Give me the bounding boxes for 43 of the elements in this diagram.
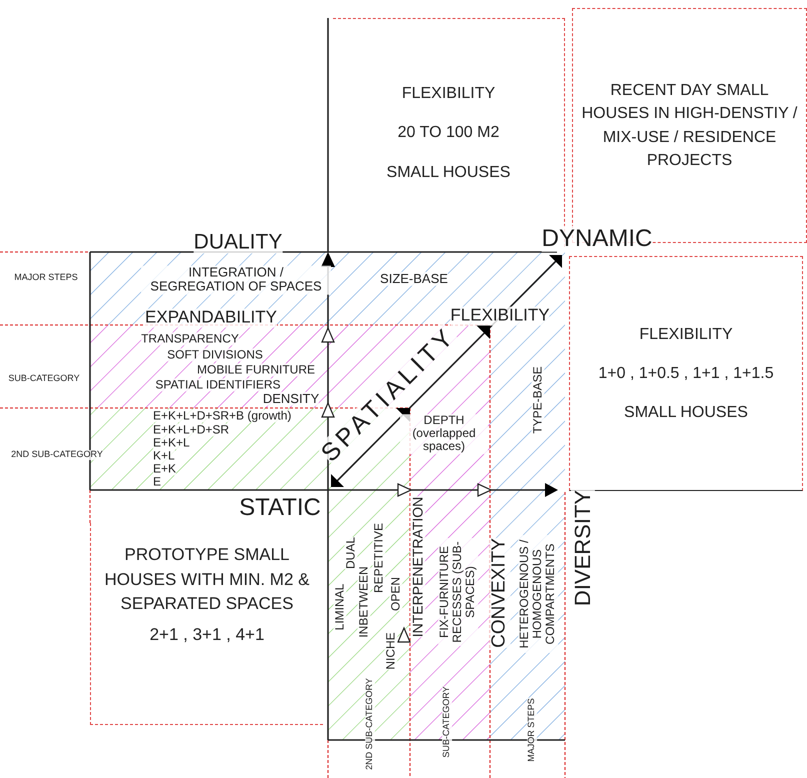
panel-text: SMALL HOUSES <box>386 162 510 183</box>
panel-text: PROTOTYPE SMALL HOUSES WITH MIN. M2 & SEPARATED SPACES <box>104 544 310 616</box>
row-label: MAJOR STEPS <box>14 273 78 283</box>
panel-text: 20 TO 100 M2 <box>398 123 500 144</box>
item-label: E+K <box>153 462 176 476</box>
item-label: FIX-FURNITURE RECESSES (SUB-SPACES) <box>438 538 478 646</box>
item-label: E <box>153 475 162 489</box>
step-label: INTEGRATION / SEGREGATION OF SPACES <box>141 266 331 294</box>
item-label: LIMINAL <box>333 584 347 630</box>
row-label: SUB-CATEGORY <box>8 374 80 384</box>
column-label: SUB-CATEGORY <box>442 686 452 758</box>
axis-title: DIVERSITY <box>570 490 596 606</box>
panel-text: RECENT DAY SMALL HOUSES IN HIGH-DENSTIY / MIX-USE / RESIDENCE PROJECTS <box>580 81 798 171</box>
column-label: 2ND SUB-CATEGORY <box>365 678 375 770</box>
column-label: MAJOR STEPS <box>527 698 537 762</box>
item-label: E+K+L+D+SR+B (growth) <box>153 409 292 423</box>
item-label: TRANSPARENCY <box>141 332 239 346</box>
panel-text: FLEXIBILITY <box>639 324 733 345</box>
item-label: SOFT DIVISIONS <box>167 348 263 362</box>
step-label: SIZE-BASE <box>380 272 448 286</box>
step-label: TYPE-BASE <box>531 366 545 434</box>
item-label: DENSITY <box>262 392 320 406</box>
panel-text: 2+1 , 3+1 , 4+1 <box>150 624 264 646</box>
item-label: INBETWEEN <box>357 566 371 638</box>
item-label: HETEROGENOUS / HOMOGENOUS COMPARTMENTS <box>518 535 558 653</box>
panel-text: FLEXIBILITY <box>402 84 496 104</box>
item-label: K+L <box>153 449 175 463</box>
item-label: REPETITIVE <box>372 523 386 593</box>
category-panel <box>569 256 803 491</box>
axis-title: DYNAMIC <box>542 226 652 252</box>
section-heading: EXPANDABILITY <box>145 308 277 328</box>
panel-text: SMALL HOUSES <box>624 403 748 424</box>
item-label: E+K+L+D+SR <box>153 423 230 437</box>
item-label: MOBILE FURNITURE <box>197 363 315 377</box>
category-panel <box>90 523 323 725</box>
item-label: E+K+L <box>153 436 190 450</box>
section-heading: FLEXIBILITY <box>450 306 550 326</box>
row-label: 2ND SUB-CATEGORY <box>11 450 103 460</box>
item-label: DUAL <box>344 537 358 569</box>
panel-text: 1+0 , 1+0.5 , 1+1 , 1+1.5 <box>598 364 774 384</box>
item-label: SPATIAL IDENTIFIERS <box>155 378 281 392</box>
item-label: OPEN <box>389 577 403 611</box>
section-heading: CONVEXITY <box>490 538 510 648</box>
